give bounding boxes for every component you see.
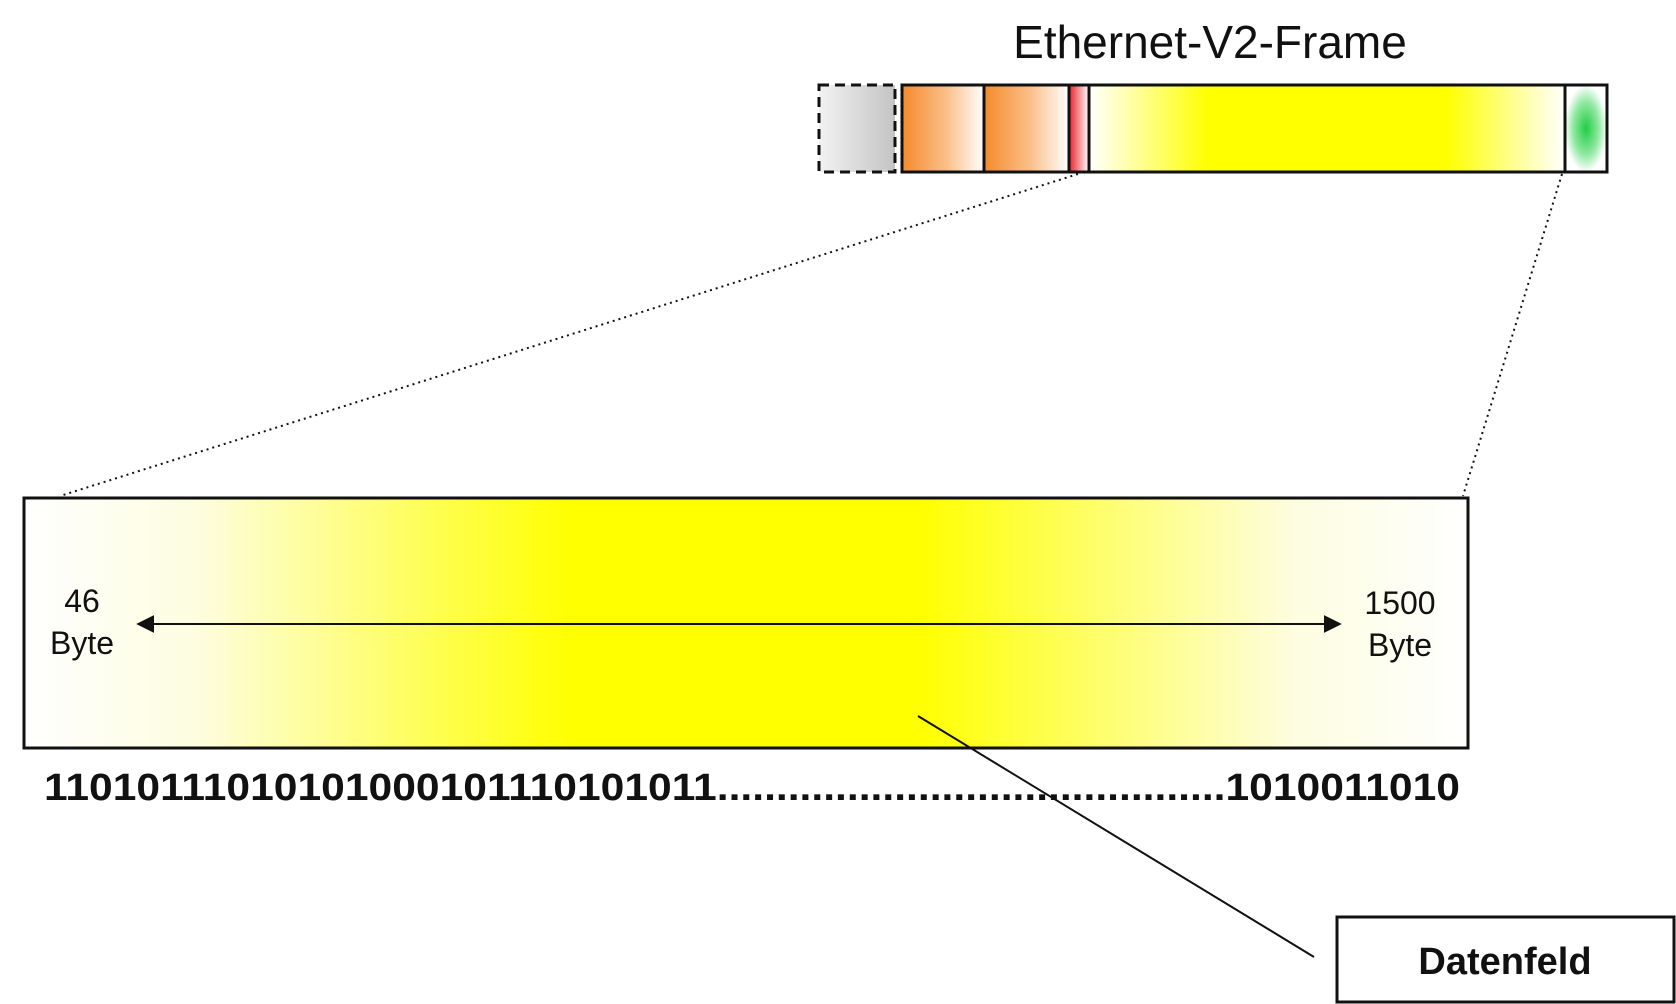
min-size-unit: Byte <box>50 625 114 661</box>
max-size-value: 1500 <box>1364 585 1435 621</box>
callout-box <box>1335 915 1676 1004</box>
callout-line <box>917 715 1315 958</box>
source-address-segment <box>982 83 1071 174</box>
preamble-segment <box>817 83 897 174</box>
bit-sequence: 11010111010101000101110101011...........… <box>44 767 1460 809</box>
min-size-value: 46 <box>64 583 100 619</box>
destination-address-segment <box>900 83 986 174</box>
zoom-line-left <box>59 173 1079 497</box>
callout-label: Datenfeld <box>1418 941 1591 983</box>
data-segment <box>1087 83 1567 174</box>
zoom-line-right <box>1462 173 1563 497</box>
type-segment <box>1067 83 1091 174</box>
fcs-segment <box>1563 83 1609 174</box>
max-size-unit: Byte <box>1368 627 1432 663</box>
frame-title: Ethernet-V2-Frame <box>1013 16 1407 68</box>
